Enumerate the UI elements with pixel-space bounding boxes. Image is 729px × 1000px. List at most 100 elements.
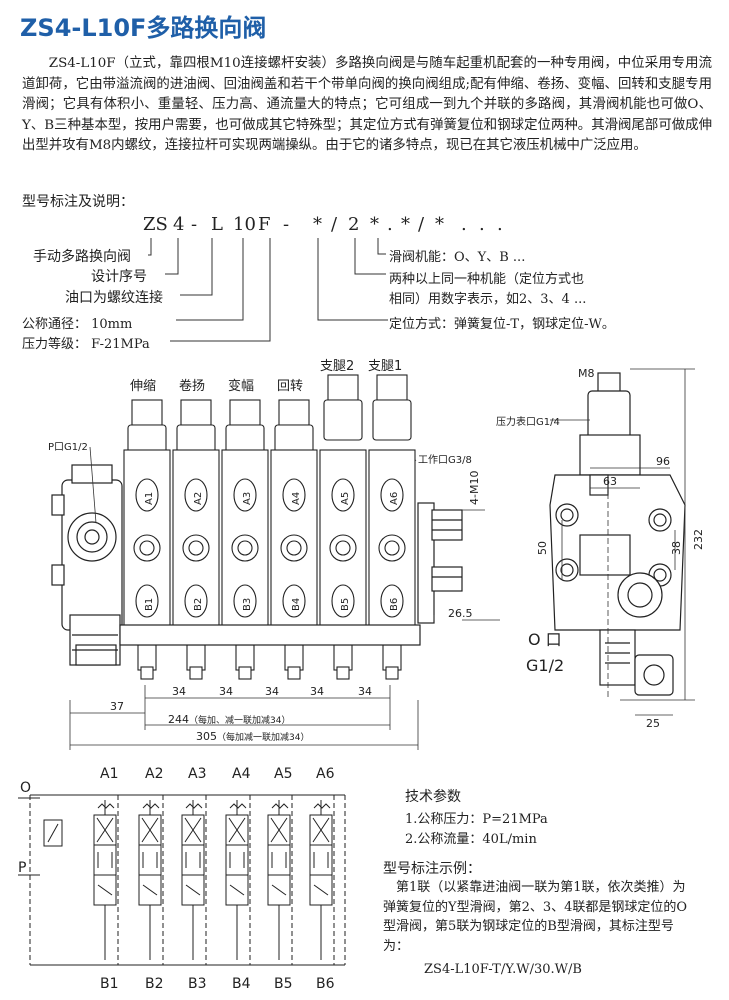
function-label-outrigger1: 支腿1 — [368, 359, 402, 374]
dim-spacing-2: 34 — [219, 685, 233, 698]
model-leader-lines — [148, 238, 388, 342]
schematic-o-label: O — [20, 780, 31, 796]
intro-paragraph: ZS4-L10F（立式，靠四根M10连接螺杆安装）多路换向阀是与随车起重机配套的… — [22, 54, 712, 157]
schematic-port-b: B5 — [274, 976, 293, 992]
model-code-char: . — [479, 214, 485, 235]
port-a-label: A2 — [193, 492, 204, 505]
schematic-port-a: A4 — [232, 766, 251, 782]
model-code-char: . — [461, 214, 467, 235]
model-code-char: * — [435, 214, 444, 235]
schematic-port-b: B6 — [316, 976, 335, 992]
dim-spacing-4: 34 — [310, 685, 324, 698]
dim-305-note: （每加减一联加减34） — [217, 731, 309, 743]
note-spool-function: 滑阀机能：O、Y、B ... — [389, 250, 526, 265]
dim-63: 63 — [603, 475, 617, 488]
note-same-function: 两种以上同一种机能（定位方式也 — [389, 272, 585, 287]
schematic-port-b: B4 — [232, 976, 251, 992]
schematic-port-b: B3 — [188, 976, 207, 992]
tech-flow: 2.公称流量：40L/min — [405, 832, 537, 847]
schematic-spool — [267, 795, 293, 965]
note-thread-port: 油口为螺纹连接 — [65, 290, 163, 306]
page-title: ZS4-L10F多路换向阀 — [20, 14, 267, 42]
note-same-function-2: 相同）用数字表示，如2、3、4 ... — [389, 292, 587, 307]
schematic-port-b: B1 — [100, 976, 119, 992]
port-b-label: B4 — [291, 598, 302, 611]
dim-244-value: 244 — [168, 713, 189, 726]
example-text: 第1联（以紧靠进油阀一联为第1联，依次类推）为弹簧复位的Y型滑阀，第2、3、4联… — [383, 880, 688, 954]
schematic-spool — [93, 795, 119, 965]
port-a-label: A5 — [340, 492, 351, 505]
model-code-char: . — [387, 214, 393, 235]
model-code-char: * — [313, 214, 322, 235]
note-bore: 公称通径： 10mm — [22, 317, 133, 332]
example-heading: 型号标注示例： — [383, 861, 481, 877]
o-port-thread: G1/2 — [526, 656, 564, 675]
intro-text: ZS4-L10F（立式，靠四根M10连接螺杆安装）多路换向阀是与随车起重机配套的… — [22, 56, 712, 153]
schematic-spool — [181, 795, 207, 965]
schematic-p-label: P — [18, 860, 26, 876]
schematic-port-a: A2 — [145, 766, 163, 782]
dim-38: 38 — [670, 541, 683, 555]
model-code-char: . — [497, 214, 503, 235]
note-design-serial: 设计序号 — [91, 269, 147, 285]
function-label-hoist: 卷扬 — [179, 378, 205, 394]
hydraulic-schematic: O P A1 A2 A3 A4 A5 A6 B1 B2 B3 B4 B5 B6 — [18, 766, 346, 992]
example-code: ZS4-L10F-T/Y.W/30.W/B — [424, 962, 582, 977]
dim-spacing-1: 34 — [172, 685, 186, 698]
model-code-char: / — [418, 214, 425, 235]
work-port-label: 工作口G3/8 — [418, 454, 472, 466]
port-a-label: A6 — [389, 492, 400, 505]
schematic-spool — [138, 795, 164, 965]
port-a-label: A1 — [144, 492, 155, 505]
p-port-label: P口G1/2 — [48, 442, 88, 453]
port-b-label: B3 — [242, 598, 253, 611]
port-b-label: B6 — [389, 598, 400, 611]
dim-244-note: （每加、减一联加减34） — [189, 714, 290, 726]
model-code-char: * — [370, 214, 379, 235]
model-heading: 型号标注及说明： — [22, 194, 134, 210]
schematic-port-a: A5 — [274, 766, 292, 782]
dim-50: 50 — [536, 541, 549, 555]
dim-305: 305（每加减一联加减34） — [196, 730, 309, 743]
dim-244: 244（每加、减一联加减34） — [168, 713, 290, 726]
port-b-label: B5 — [340, 598, 351, 611]
thread-label: 4-M10 — [468, 471, 481, 505]
model-code-char: F — [258, 214, 271, 235]
model-code-char: * — [401, 214, 410, 235]
model-code-char: - — [283, 214, 290, 235]
model-code-char: 4 — [173, 214, 185, 235]
port-b-label: B1 — [144, 598, 155, 611]
model-code-char: L — [211, 214, 223, 235]
o-port-label: O 口 — [528, 630, 562, 649]
note-manual-valve: 手动多路换向阀 — [33, 249, 131, 265]
function-label-extend: 伸缩 — [130, 378, 156, 394]
dim-left: 37 — [110, 700, 124, 713]
gauge-port-label: 压力表口G1/4 — [496, 415, 560, 428]
schematic-spool — [309, 795, 335, 965]
note-positioning: 定位方式：弹簧复位-T，钢球定位-W。 — [389, 317, 615, 332]
schematic-port-a: A1 — [100, 766, 118, 782]
port-b-label: B2 — [193, 598, 204, 611]
schematic-spool — [225, 795, 251, 965]
model-code-char: - — [191, 214, 198, 235]
tech-heading: 技术参数 — [405, 789, 461, 805]
model-code-char: 2 — [348, 214, 360, 235]
note-pressure: 压力等级： F-21MPa — [22, 337, 150, 352]
port-a-label: A4 — [291, 492, 302, 505]
dim-232: 232 — [692, 529, 705, 550]
dim-side: 26.5 — [448, 607, 473, 620]
schematic-port-b: B2 — [145, 976, 164, 992]
tech-pressure: 1.公称压力：P=21MPa — [405, 812, 548, 827]
model-code-char: ZS — [143, 214, 168, 235]
dim-96: 96 — [656, 455, 670, 468]
dim-305-value: 305 — [196, 730, 217, 743]
schematic-port-a: A6 — [316, 766, 335, 782]
dim-25: 25 — [646, 717, 660, 730]
schematic-port-a: A3 — [188, 766, 206, 782]
model-code-char: / — [331, 214, 338, 235]
function-label-luff: 变幅 — [228, 378, 254, 394]
